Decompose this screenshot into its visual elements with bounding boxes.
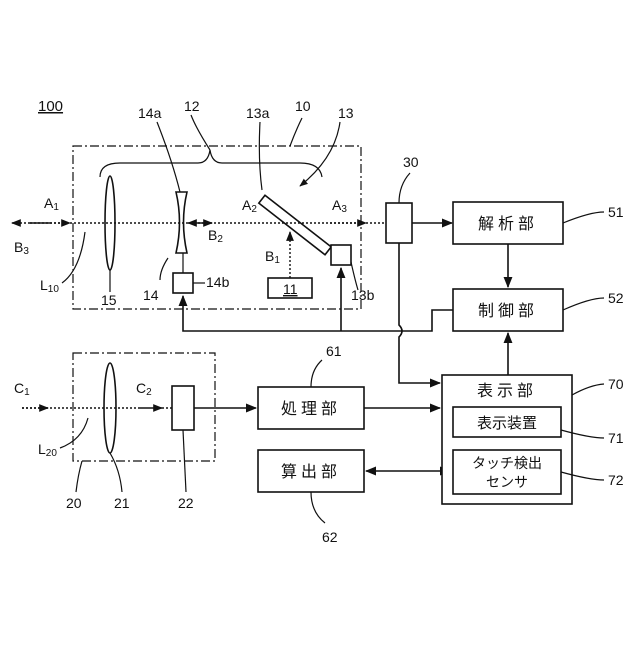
touch-sensor-label-2: センサ bbox=[486, 475, 528, 491]
ref-21: 21 bbox=[114, 495, 130, 511]
processing-label: 処理部 bbox=[281, 399, 341, 418]
detector-30 bbox=[386, 203, 412, 243]
beam-b3: B3 bbox=[14, 239, 29, 257]
calculation-label: 算出部 bbox=[281, 462, 341, 481]
beam-l20: L20 bbox=[38, 441, 57, 459]
analysis-label: 解析部 bbox=[478, 214, 538, 233]
beam-l10: L10 bbox=[40, 277, 59, 295]
control-label: 制御部 bbox=[478, 301, 538, 320]
ref-14b: 14b bbox=[206, 274, 230, 290]
ref-62: 62 bbox=[322, 529, 338, 545]
ref-10: 10 bbox=[295, 98, 311, 114]
leader-61 bbox=[311, 360, 322, 387]
leader-10 bbox=[290, 118, 302, 146]
beam-b2: B2 bbox=[208, 227, 223, 245]
ref-13a: 13a bbox=[246, 105, 270, 121]
leader-14a bbox=[157, 122, 180, 192]
ref-30: 30 bbox=[403, 154, 419, 170]
ref-72: 72 bbox=[608, 472, 624, 488]
beam-b1: B1 bbox=[265, 248, 280, 266]
beam-a3: A3 bbox=[332, 197, 347, 215]
leader-13 bbox=[300, 122, 340, 186]
beam-splitter-13a bbox=[259, 195, 331, 255]
display-device-label: 表示装置 bbox=[477, 414, 537, 432]
ref-15: 15 bbox=[101, 292, 117, 308]
ref-14a: 14a bbox=[138, 105, 162, 121]
ref-12: 12 bbox=[184, 98, 200, 114]
ref-52: 52 bbox=[608, 290, 624, 306]
ref-13b: 13b bbox=[351, 287, 375, 303]
leader-13b bbox=[351, 262, 358, 290]
display-unit-label: 表示部 bbox=[477, 381, 537, 400]
ref-20: 20 bbox=[66, 495, 82, 511]
line-30-to-70 bbox=[399, 243, 440, 383]
leader-70 bbox=[572, 384, 604, 395]
leader-13a bbox=[259, 122, 262, 190]
beam-c2: C2 bbox=[136, 380, 152, 398]
ref-71: 71 bbox=[608, 430, 624, 446]
beam-a1: A1 bbox=[44, 195, 59, 213]
ref-22: 22 bbox=[178, 495, 194, 511]
leader-52 bbox=[563, 298, 604, 310]
lens-14a bbox=[176, 192, 187, 253]
leader-20 bbox=[76, 461, 82, 492]
leader-51 bbox=[563, 212, 604, 223]
beam-c1: C1 bbox=[14, 380, 30, 398]
control-feedback-line bbox=[183, 296, 453, 331]
leader-21 bbox=[110, 453, 122, 492]
leader-12 bbox=[191, 115, 210, 150]
leader-14 bbox=[160, 258, 168, 280]
ref-13: 13 bbox=[338, 105, 354, 121]
actuator-14b bbox=[173, 273, 193, 293]
ref-51: 51 bbox=[608, 204, 624, 220]
image-sensor-22 bbox=[172, 386, 194, 430]
ref-61: 61 bbox=[326, 343, 342, 359]
leader-l20 bbox=[60, 418, 88, 448]
touch-sensor-label-1: タッチ検出 bbox=[472, 456, 542, 472]
ref-14: 14 bbox=[143, 287, 159, 303]
beam-a2: A2 bbox=[242, 197, 257, 215]
leader-30 bbox=[399, 173, 410, 203]
actuator-13b bbox=[331, 245, 351, 265]
leader-62 bbox=[311, 492, 325, 523]
ref-70: 70 bbox=[608, 376, 624, 392]
ref-11: 11 bbox=[283, 281, 298, 297]
system-label: 100 bbox=[38, 98, 63, 115]
brace-12 bbox=[100, 150, 322, 177]
